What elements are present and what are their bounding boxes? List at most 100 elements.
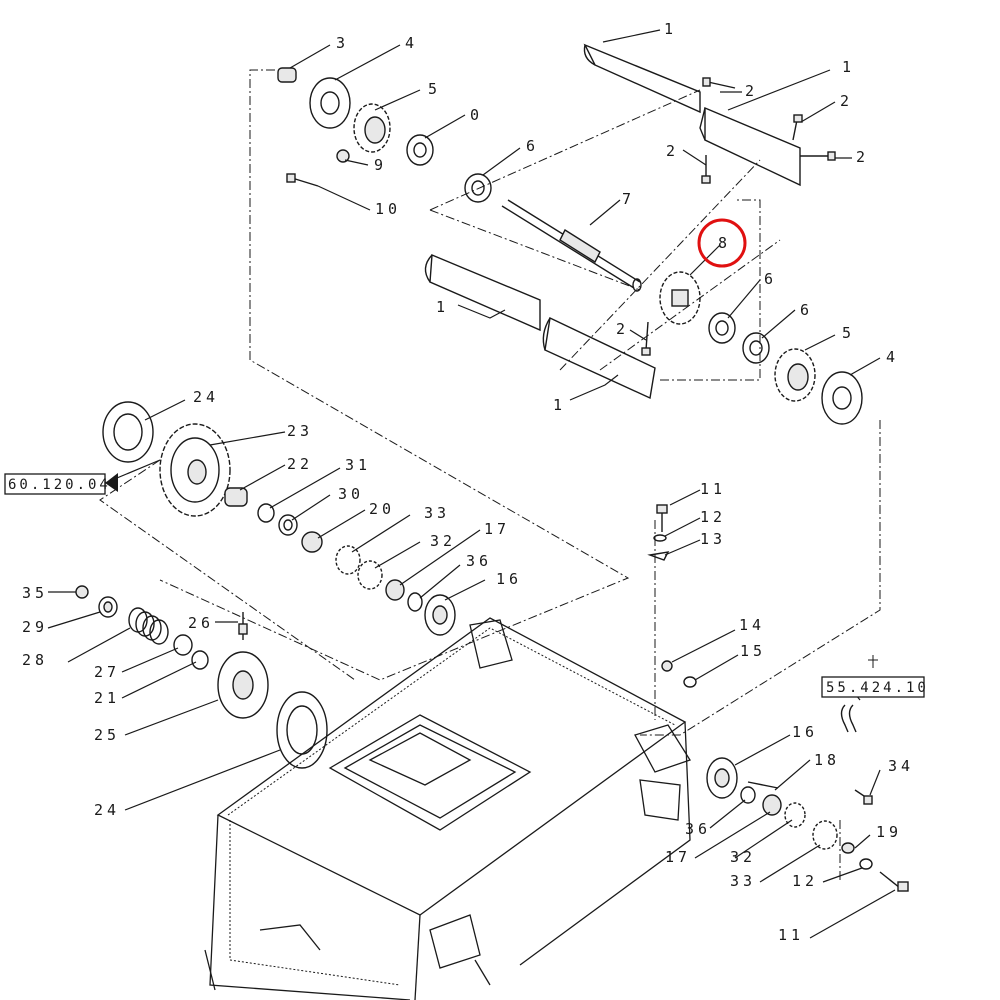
hub-16 xyxy=(424,594,456,636)
callout-32: 32 xyxy=(730,848,756,866)
callout-4: 4 xyxy=(886,348,899,366)
large-sprocket-23 xyxy=(159,423,231,517)
callout-4: 4 xyxy=(405,34,418,52)
nut-9 xyxy=(336,149,350,163)
callout-30: 30 xyxy=(338,485,364,503)
lock-plate-32 xyxy=(357,560,383,590)
nut-14 xyxy=(661,660,673,672)
callout-5: 5 xyxy=(428,80,441,98)
callout-10: 10 xyxy=(375,200,401,218)
callout-1: 1 xyxy=(436,298,449,316)
washer-12-lower xyxy=(859,858,873,870)
callout-2: 2 xyxy=(856,148,869,166)
callout-28: 28 xyxy=(22,651,48,669)
callout-33: 33 xyxy=(730,872,756,890)
bolt-10 xyxy=(286,173,319,187)
shield-lower-2 xyxy=(542,316,656,400)
callout-15: 15 xyxy=(740,642,766,660)
callout-6: 6 xyxy=(526,137,539,155)
main-frame xyxy=(204,617,691,1000)
callout-36: 36 xyxy=(466,552,492,570)
reference-box-right[interactable]: 55.424.10 xyxy=(821,655,929,698)
callout-25: 25 xyxy=(94,726,120,744)
arrow-icon xyxy=(105,473,118,492)
callout-2: 2 xyxy=(616,320,629,338)
assembly-boundary-lines xyxy=(99,69,881,880)
washer-31 xyxy=(257,503,275,523)
callout-24: 24 xyxy=(193,388,219,406)
washer-21 xyxy=(191,650,209,670)
callout-22: 22 xyxy=(287,455,313,473)
callout-27: 27 xyxy=(94,663,120,681)
seal-36-right xyxy=(740,786,756,804)
seal-36 xyxy=(407,592,423,612)
sprocket-8 xyxy=(659,271,701,325)
callout-36: 36 xyxy=(685,820,711,838)
callout-11: 11 xyxy=(700,480,726,498)
leader-lines xyxy=(47,29,896,939)
callout-12: 12 xyxy=(792,872,818,890)
callout-21: 21 xyxy=(94,689,120,707)
callout-6: 6 xyxy=(800,301,813,319)
callout-2: 2 xyxy=(840,92,853,110)
callout-31: 31 xyxy=(345,456,371,474)
washer-15 xyxy=(683,676,697,688)
washer-12-upper xyxy=(653,534,667,542)
bearing-17-right xyxy=(762,794,782,816)
callout-labels: 1 2 1 2 2 2 3 4 5 0 6 9 10 7 8 1 2 6 6 5… xyxy=(22,20,914,944)
reference-code-right: 55.424.10 xyxy=(826,680,929,696)
callout-19: 19 xyxy=(876,823,902,841)
callout-23: 23 xyxy=(287,422,313,440)
bushing-22 xyxy=(224,487,248,507)
plate-13 xyxy=(647,551,670,561)
callout-18: 18 xyxy=(814,751,840,769)
spring-28 xyxy=(128,607,169,645)
callout-8: 8 xyxy=(718,234,731,252)
flange-4-upper xyxy=(309,77,351,129)
callout-35: 35 xyxy=(22,584,48,602)
callout-7: 7 xyxy=(622,190,635,208)
callout-1: 1 xyxy=(664,20,677,38)
hose-fitting xyxy=(840,704,857,733)
callout-33: 33 xyxy=(424,504,450,522)
clip-19 xyxy=(841,842,855,854)
callout-26: 26 xyxy=(188,614,214,632)
washers-6-lower xyxy=(708,312,770,364)
shield-lower-1 xyxy=(424,253,541,332)
bearing-17 xyxy=(385,579,405,601)
page-marker-icon xyxy=(868,655,878,668)
callout-5: 5 xyxy=(842,324,855,342)
lock-plate-33-right xyxy=(812,820,838,850)
callout-32: 32 xyxy=(430,532,456,550)
guard-ring-24-upper xyxy=(102,401,154,463)
shield-top-2 xyxy=(699,106,801,187)
callout-24: 24 xyxy=(94,801,120,819)
callout-2: 2 xyxy=(745,82,758,100)
callout-16: 16 xyxy=(496,570,522,588)
bushing-20 xyxy=(301,531,323,553)
shaft-7 xyxy=(501,199,642,292)
lock-plate-32-right xyxy=(784,802,806,828)
callout-11: 11 xyxy=(778,926,804,944)
flange-4-lower xyxy=(821,371,863,425)
callout-0: 0 xyxy=(470,106,483,124)
callout-29: 29 xyxy=(22,618,48,636)
sprocket-5-upper xyxy=(353,103,391,153)
callout-9: 9 xyxy=(374,156,387,174)
washer-27 xyxy=(173,634,193,656)
callout-34: 34 xyxy=(888,757,914,775)
nut-35 xyxy=(75,585,89,599)
washer-29 xyxy=(98,596,118,618)
callout-6: 6 xyxy=(764,270,777,288)
callout-1: 1 xyxy=(553,396,566,414)
reference-box-left[interactable]: 60.120.04 xyxy=(4,459,161,495)
callout-16: 16 xyxy=(792,723,818,741)
hub-16-right xyxy=(706,757,738,799)
fitting-26 xyxy=(238,612,248,640)
highlight-circle xyxy=(697,218,747,268)
guard-ring-24-lower xyxy=(276,691,328,769)
bolt-11-upper xyxy=(656,504,668,532)
callout-20: 20 xyxy=(369,500,395,518)
